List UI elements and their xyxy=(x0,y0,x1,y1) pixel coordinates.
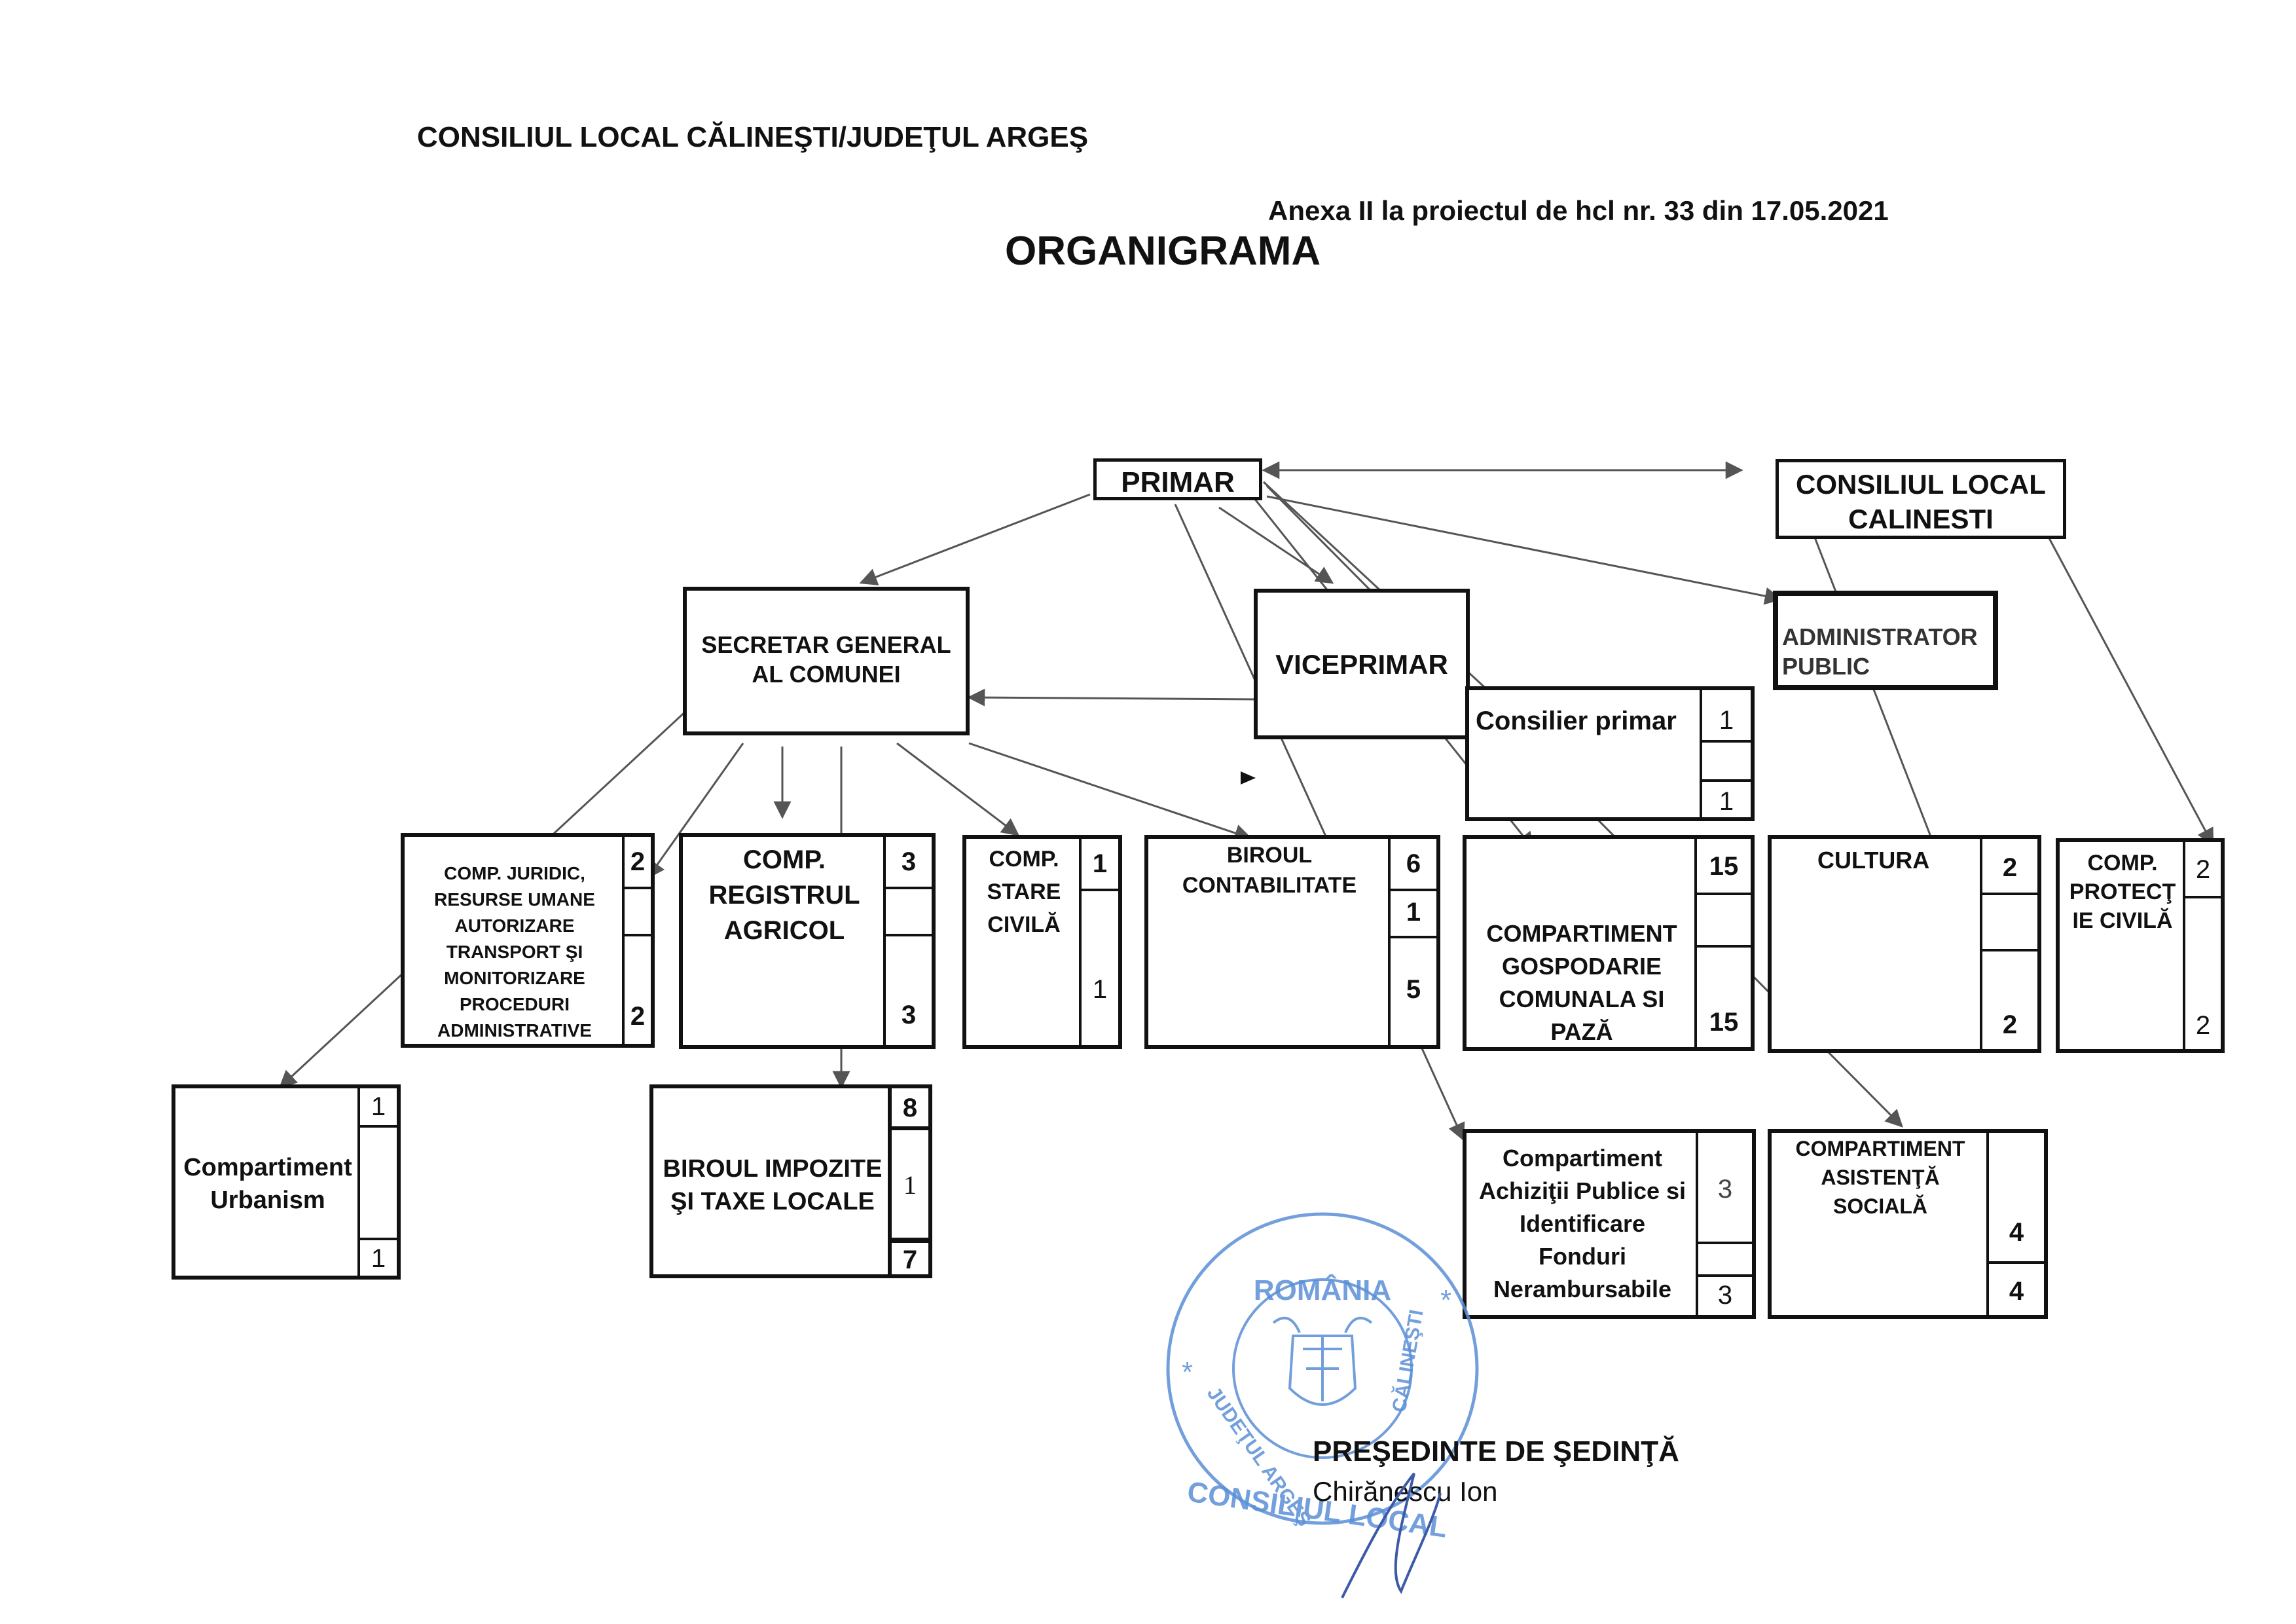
comp-stare-civila-count: 1 xyxy=(1092,975,1108,1004)
signature-role: PREŞEDINTE DE ŞEDINŢĂ xyxy=(1313,1435,1679,1467)
comp-juridic-total: 2 xyxy=(630,847,646,876)
cultura-box: CULTURA 2 2 xyxy=(1768,835,2041,1053)
annex-reference: Anexa II la proiectul de hcl nr. 33 din … xyxy=(1268,195,1889,226)
comp-protectie-civila-total: 2 xyxy=(2195,855,2211,884)
primar-label: PRIMAR xyxy=(1121,466,1235,498)
cultura-total: 2 xyxy=(2002,853,2018,882)
compartiment-achizitii-count: 3 xyxy=(1717,1281,1733,1310)
consiliu-cultura-link xyxy=(1806,517,1957,899)
cultura-count: 2 xyxy=(2002,1010,2018,1039)
comp-gospodarie-total: 15 xyxy=(1709,852,1739,881)
council-name: CONSILIUL LOCAL CĂLINEŞTI/JUDEŢUL ARGEŞ xyxy=(417,121,1089,153)
comp-stare-civila-total: 1 xyxy=(1092,849,1108,878)
comp-registrul-agricol-count: 3 xyxy=(901,1001,917,1029)
signature-name: Chirănescu Ion xyxy=(1313,1476,1498,1507)
comp-juridic-count: 2 xyxy=(630,1002,646,1031)
comp-registrul-agricol-total: 3 xyxy=(901,847,917,876)
consilier-primar-total: 1 xyxy=(1719,706,1734,735)
primar-box: PRIMAR xyxy=(1093,458,1262,500)
consilier-primar-label: Consilier primar xyxy=(1476,707,1677,735)
viceprimar-box: VICEPRIMAR xyxy=(1254,589,1470,739)
biroul-impozite-head: 1 xyxy=(903,1170,917,1200)
biroul-contabilitate-head: 1 xyxy=(1406,898,1421,927)
consilier-primar-count: 1 xyxy=(1719,787,1734,816)
cultura-label: CULTURA xyxy=(1817,847,1930,874)
biroul-contabilitate-count: 5 xyxy=(1406,975,1421,1004)
biroul-impozite-count: 7 xyxy=(902,1246,918,1274)
stray-arrowhead xyxy=(1241,771,1256,784)
consilier-primar-box: Consilier primar 1 1 xyxy=(1465,686,1755,821)
biroul-contabilitate-total: 6 xyxy=(1406,849,1421,878)
primar-secretar-link xyxy=(859,493,1091,585)
consiliu-protectie-link xyxy=(2048,538,2214,847)
primar-administrator-link xyxy=(1266,495,1783,605)
compartiment-urbanism-total: 1 xyxy=(371,1092,386,1121)
page-title: ORGANIGRAMA xyxy=(1005,229,1321,274)
comp-protectie-civila-count: 2 xyxy=(2195,1011,2211,1040)
compartiment-achizitii-total: 3 xyxy=(1717,1175,1733,1204)
compartiment-asistenta-count: 4 xyxy=(2009,1277,2024,1306)
viceprimar-label: VICEPRIMAR xyxy=(1275,649,1448,680)
compartiment-urbanism-count: 1 xyxy=(371,1244,386,1273)
biroul-impozite-total: 8 xyxy=(902,1094,918,1122)
primar-viceprimar-link xyxy=(1218,506,1334,584)
viceprimar-secretar-link xyxy=(967,688,1261,707)
secretar-juridic-link xyxy=(647,743,744,879)
secretar-contabilitate-link xyxy=(968,742,1252,842)
secretar-stare-link xyxy=(896,742,1020,836)
compartiment-asistenta-head: 4 xyxy=(2009,1218,2024,1247)
comp-gospodarie-count: 15 xyxy=(1709,1008,1739,1037)
